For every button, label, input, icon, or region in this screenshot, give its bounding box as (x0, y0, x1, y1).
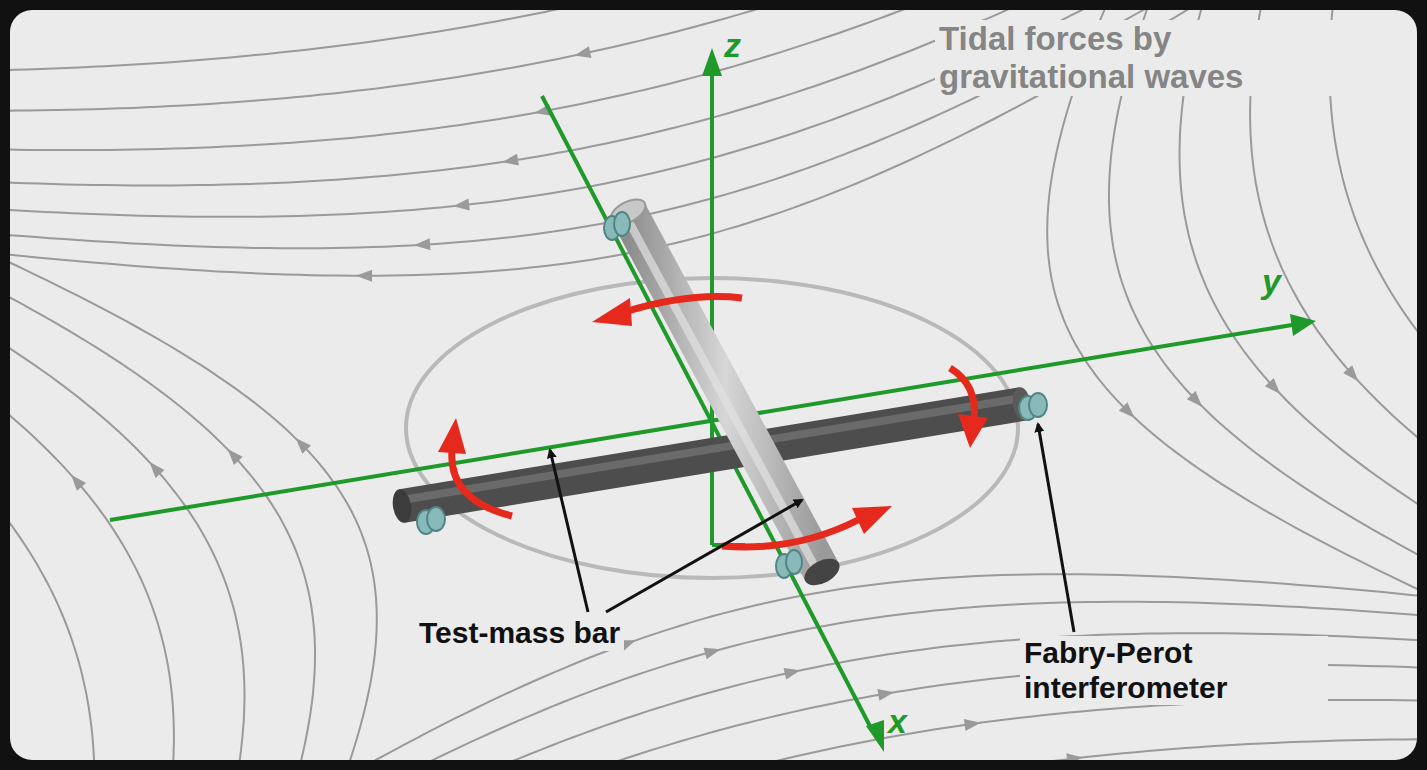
field-arrow (296, 438, 311, 454)
field-line (10, 739, 1417, 760)
field-arrow (964, 719, 981, 731)
part-label: Test-mass bar (415, 616, 624, 651)
field-arrow (1343, 365, 1358, 381)
part-label: Fabry-Perot interferometer (1020, 636, 1328, 705)
field-arrow (453, 198, 470, 210)
field-arrow (502, 154, 519, 166)
field-line (1047, 10, 1417, 734)
field-arrow (704, 648, 721, 660)
tidal-force-label: Tidal forces by gravitational waves (935, 20, 1333, 96)
rotation-arrows (452, 297, 975, 547)
field-arrow (1265, 378, 1280, 394)
field-arrow (1187, 391, 1202, 407)
field-line (1250, 10, 1417, 712)
interferometer-mirrors (417, 212, 1047, 578)
field-lines (10, 10, 1417, 760)
axis-label: y (1262, 262, 1281, 301)
field-arrow (1119, 402, 1135, 418)
field-line (10, 700, 1417, 760)
field-arrow (149, 462, 164, 478)
field-line (1330, 10, 1418, 702)
field-arrow (71, 475, 86, 491)
field-arrow (877, 689, 894, 701)
field-arrow (1066, 753, 1083, 760)
field-arrow (575, 46, 592, 58)
field-arrow (228, 449, 243, 465)
field-line (10, 602, 1417, 760)
field-line (1180, 10, 1418, 721)
field-line (1109, 10, 1417, 728)
field-arrow (356, 270, 372, 282)
field-arrow (784, 668, 801, 680)
field-line (10, 130, 245, 761)
test-mass-bar-light (607, 194, 844, 590)
field-line (10, 138, 174, 760)
axis-label: z (724, 26, 741, 65)
rotation-arrowheads (438, 298, 988, 534)
axis-label: x (888, 702, 907, 741)
leader-lines (550, 424, 1074, 632)
field-line (10, 148, 95, 760)
field-arrow (414, 238, 430, 250)
field-line (10, 633, 1417, 760)
